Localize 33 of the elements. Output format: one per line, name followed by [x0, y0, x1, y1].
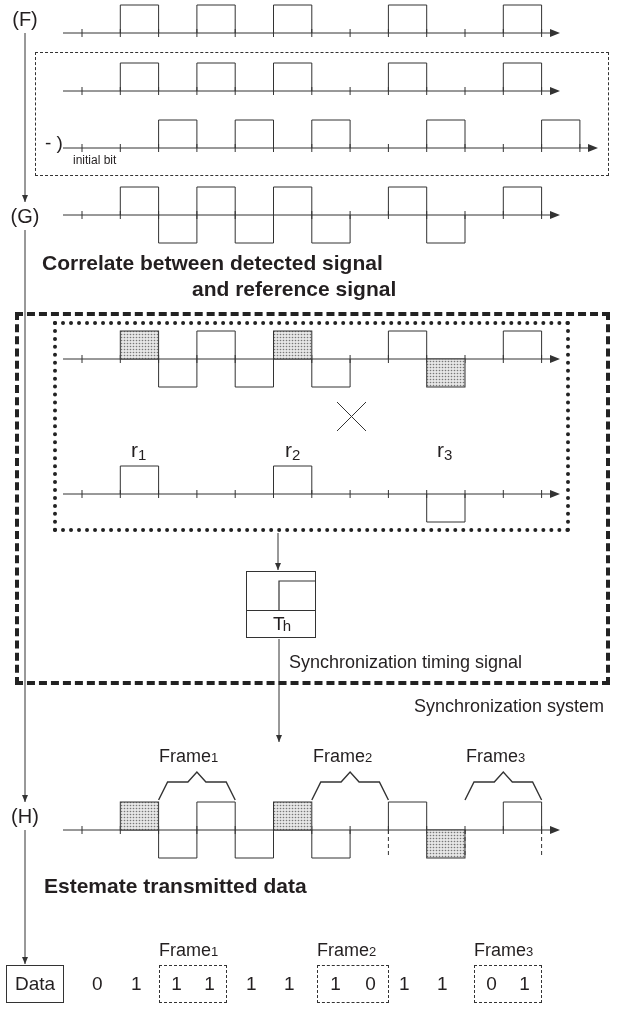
bit-value: 1	[204, 973, 215, 995]
arrow	[22, 829, 28, 965]
step-heading: Estemate transmitted data	[44, 874, 307, 898]
dotted-region	[53, 321, 570, 532]
text-label: r$_{2}$	[285, 438, 301, 463]
arrow	[22, 229, 28, 803]
step-heading: Correlate between detected signal and reference signal	[42, 250, 398, 302]
text-label: 1	[399, 973, 410, 995]
text-label: 1	[284, 973, 295, 995]
text-label: 0	[92, 973, 103, 995]
region-label: Synchronization system	[413, 696, 604, 717]
arrow	[276, 638, 282, 743]
text-label: 1	[437, 973, 448, 995]
row-label: (H)	[8, 803, 42, 829]
bit-value: 1	[171, 973, 182, 995]
arrow	[275, 532, 281, 571]
text-label: r$_{1}$	[131, 438, 147, 463]
text-label: 1	[131, 973, 142, 995]
bit-value: 0	[486, 973, 497, 995]
text-label: 1	[246, 973, 257, 995]
bit-value: 1	[330, 973, 341, 995]
signal-caption: Synchronization timing signal	[289, 652, 523, 673]
bit-value: 0	[365, 973, 376, 995]
dashed-region	[35, 52, 609, 176]
row-label: (G)	[8, 203, 42, 229]
arrow	[22, 32, 28, 203]
bit-value: 1	[519, 973, 530, 995]
axis-label: initial bit	[73, 154, 117, 168]
row-label: (F)	[8, 6, 42, 32]
data-box: Data	[6, 965, 64, 1003]
text-label: r$_{3}$	[437, 438, 453, 463]
operator-label: - )	[45, 133, 63, 154]
threshold-box	[246, 571, 316, 638]
